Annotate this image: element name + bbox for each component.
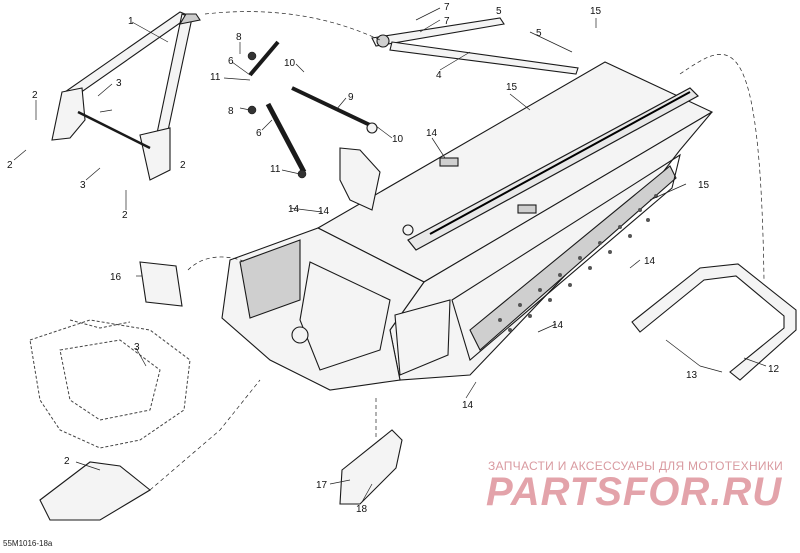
- callout-15: 15: [698, 180, 710, 191]
- callout-2: 2: [122, 210, 128, 221]
- callout-15: 15: [590, 6, 602, 17]
- callout-14: 14: [644, 256, 656, 267]
- callout-4: 4: [436, 70, 442, 81]
- watermark-tagline: ЗАПЧАСТИ И АКСЕССУАРЫ ДЛЯ МОТОТЕХНИКИ: [488, 459, 784, 473]
- part-4-upper-strut: [371, 17, 579, 75]
- callout-3: 3: [116, 78, 122, 89]
- callout-14: 14: [426, 128, 438, 139]
- callout-14: 14: [552, 320, 564, 331]
- callout-2: 2: [7, 160, 13, 171]
- callout-6: 6: [256, 128, 262, 139]
- callout-11: 11: [210, 72, 221, 83]
- part-12-rear-bumper: [631, 263, 797, 381]
- part-1-front-support: [51, 11, 201, 181]
- callout-2: 2: [180, 160, 186, 171]
- callout-5: 5: [536, 28, 542, 39]
- callout-17: 17: [316, 480, 328, 491]
- callout-2: 2: [64, 456, 70, 467]
- part-17-18-protector: [339, 429, 403, 505]
- watermark-brand: PARTSFOR.RU: [486, 470, 783, 514]
- running-board-holes: [498, 194, 658, 332]
- part-6-9-rods: [247, 40, 378, 179]
- callout-18: 18: [356, 504, 368, 515]
- callout-9: 9: [348, 92, 354, 103]
- callout-10: 10: [392, 134, 404, 145]
- dashed-subassembly: [29, 319, 191, 449]
- callout-11: 11: [270, 164, 281, 175]
- tunnel-assembly: [221, 61, 714, 391]
- callout-10: 10: [284, 58, 296, 69]
- callout-numbers: 1 2 2 2 2 2 3 3 3 4 5 5 6 6 7 7 8 8 9 10…: [7, 2, 780, 515]
- callout-7: 7: [444, 16, 450, 27]
- callout-14: 14: [318, 206, 330, 217]
- callout-6: 6: [228, 56, 234, 67]
- part-16-plate: [139, 261, 183, 307]
- callout-12: 12: [768, 364, 780, 375]
- document-code: 55M1016-18a: [3, 539, 53, 548]
- callout-7: 7: [444, 2, 450, 13]
- leader-lines: [13, 7, 767, 503]
- callout-5: 5: [496, 6, 502, 17]
- callout-15: 15: [506, 82, 518, 93]
- callout-8: 8: [228, 106, 234, 117]
- side-bracket: [339, 147, 381, 211]
- callout-14: 14: [462, 400, 474, 411]
- bottom-bracket: [39, 461, 151, 521]
- callout-13: 13: [686, 370, 698, 381]
- callout-14: 14: [288, 204, 300, 215]
- callout-3: 3: [80, 180, 86, 191]
- callout-2: 2: [32, 90, 38, 101]
- callout-16: 16: [110, 272, 122, 283]
- callout-8: 8: [236, 32, 242, 43]
- callout-3: 3: [134, 342, 140, 353]
- callout-1: 1: [128, 16, 134, 27]
